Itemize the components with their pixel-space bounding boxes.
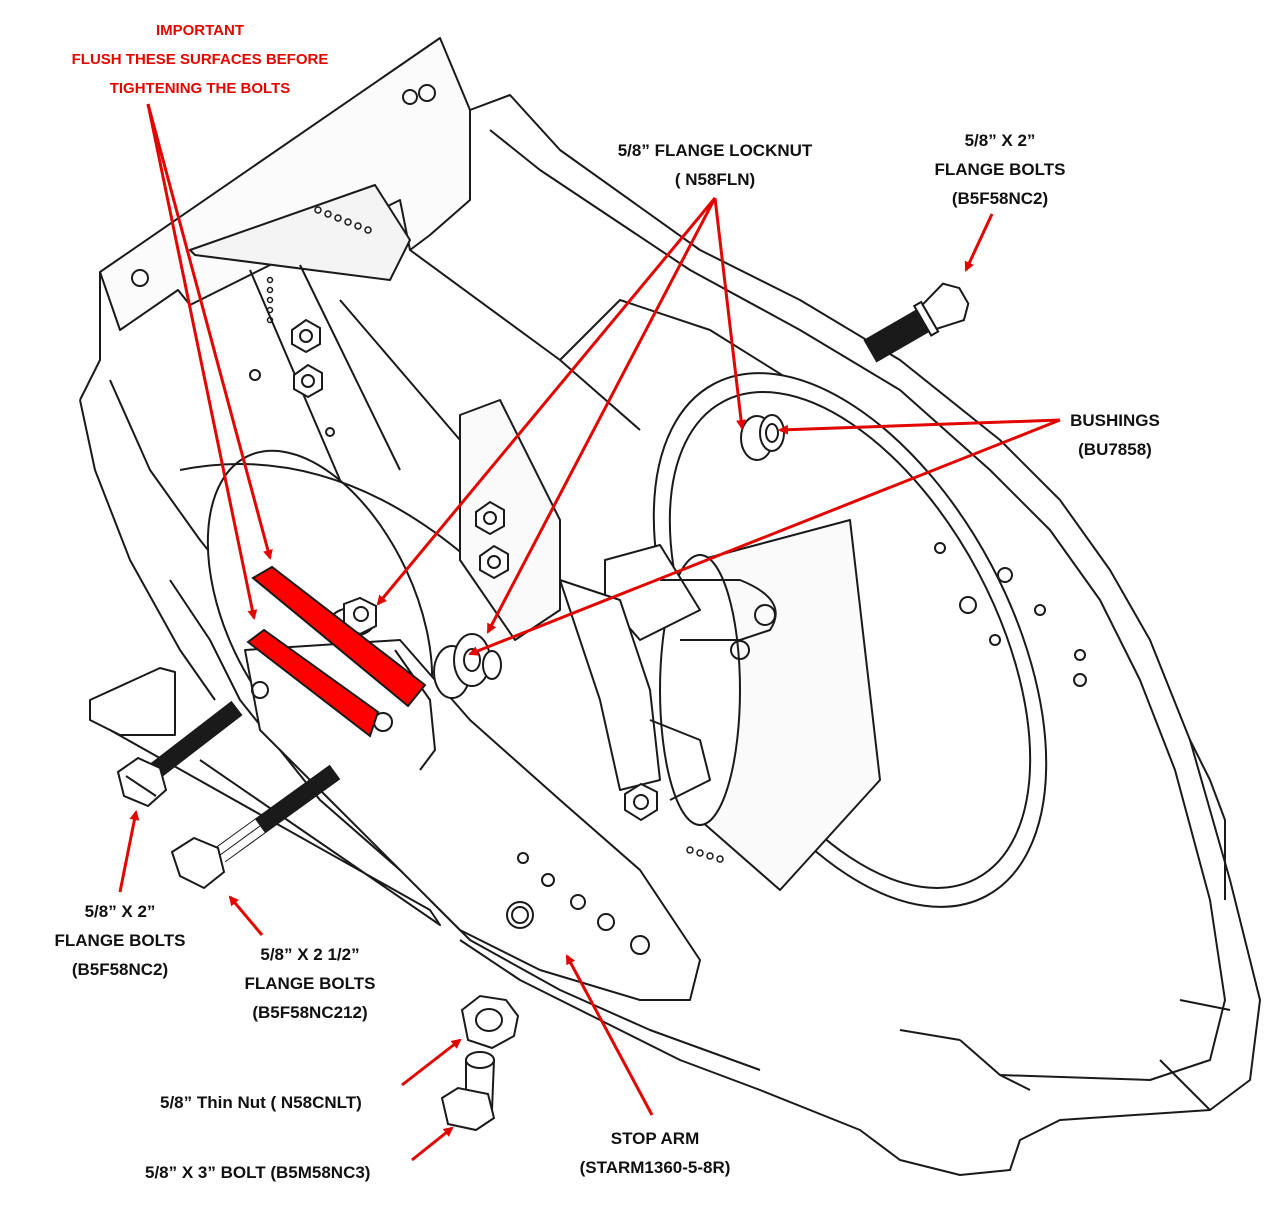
- arrow-bolt-3: [411, 1126, 454, 1162]
- right-flange-bolts-label: 5/8” X 2” FLANGE BOLTS (B5F58NC2): [900, 126, 1100, 213]
- thin-nut-label: 5/8” Thin Nut ( N58CNLT): [160, 1093, 362, 1112]
- arrow-bolts-212: [228, 895, 264, 936]
- arrow-right-bolts: [964, 213, 994, 272]
- callout-arrows: [118, 103, 1061, 1162]
- right-bolts-part: (B5F58NC2): [951, 189, 1049, 208]
- locknut-name: 5/8” FLANGE LOCKNUT: [617, 141, 813, 160]
- bushing-right: [740, 414, 785, 461]
- bolts-212-part: (B5F58NC212): [252, 1003, 368, 1022]
- left-flange-bolts-label: 5/8” X 2” FLANGE BOLTS (B5F58NC2): [35, 897, 205, 984]
- arrow-stop-arm: [565, 954, 654, 1116]
- important-line-2: FLUSH THESE SURFACES BEFORE: [71, 51, 329, 68]
- hardware: [116, 282, 970, 1132]
- left-bolts-name: FLANGE BOLTS: [54, 931, 186, 950]
- thin-nut: [460, 994, 520, 1050]
- housing: [79, 37, 1261, 1176]
- important-line-3: TIGHTENING THE BOLTS: [109, 80, 291, 97]
- left-bolts-size: 5/8” X 2”: [84, 902, 156, 921]
- stop-arm-part: (STARM1360-5-8R): [579, 1158, 731, 1177]
- important-label: IMPORTANT FLUSH THESE SURFACES BEFORE TI…: [50, 16, 350, 103]
- right-bolts-name: FLANGE BOLTS: [934, 160, 1066, 179]
- bushings-part: (BU7858): [1078, 440, 1152, 459]
- left-flange-bolt-212: [170, 764, 341, 890]
- back-plate-nuts: [291, 318, 323, 399]
- arrow-thin-nut: [401, 1038, 462, 1087]
- locknut-part: ( N58FLN): [674, 170, 756, 189]
- loose-flange-bolt: [863, 282, 970, 363]
- right-bolts-size: 5/8” X 2”: [964, 131, 1036, 150]
- bushing-center: [433, 633, 502, 699]
- stop-arm-label: STOP ARM (STARM1360-5-8R): [570, 1124, 740, 1182]
- arrow-locknut-3: [713, 197, 747, 430]
- arrow-locknut-1: [376, 197, 717, 606]
- stop-arm-name: STOP ARM: [610, 1129, 700, 1148]
- locknut-label: 5/8” FLANGE LOCKNUT ( N58FLN): [595, 136, 835, 194]
- flange-bolts-212-label: 5/8” X 2 1/2” FLANGE BOLTS (B5F58NC212): [225, 940, 395, 1027]
- bushings-name: BUSHINGS: [1070, 411, 1160, 430]
- three-inch-bolt: [440, 1051, 496, 1132]
- bolts-212-size: 5/8” X 2 1/2”: [260, 945, 360, 964]
- left-flange-bolt: [116, 700, 243, 808]
- arrow-bushing-2: [468, 418, 1061, 656]
- bolt-3-label: 5/8” X 3” BOLT (B5M58NC3): [145, 1163, 371, 1182]
- flush-surfaces: [246, 565, 427, 738]
- mid-plate-nuts: [475, 500, 658, 822]
- arrow-left-bolts: [118, 810, 140, 893]
- flush-surface-upper: [251, 565, 427, 708]
- arrow-flush-upper: [146, 103, 273, 560]
- bushings-label: BUSHINGS (BU7858): [1050, 406, 1180, 464]
- important-line-1: IMPORTANT: [155, 22, 245, 39]
- flush-surface-lower: [246, 628, 380, 738]
- arrow-bushing-1: [778, 418, 1061, 435]
- left-bolts-part: (B5F58NC2): [71, 960, 169, 979]
- arrow-locknut-2: [486, 197, 717, 634]
- bolts-212-name: FLANGE BOLTS: [244, 974, 376, 993]
- arrow-flush-lower: [146, 103, 258, 620]
